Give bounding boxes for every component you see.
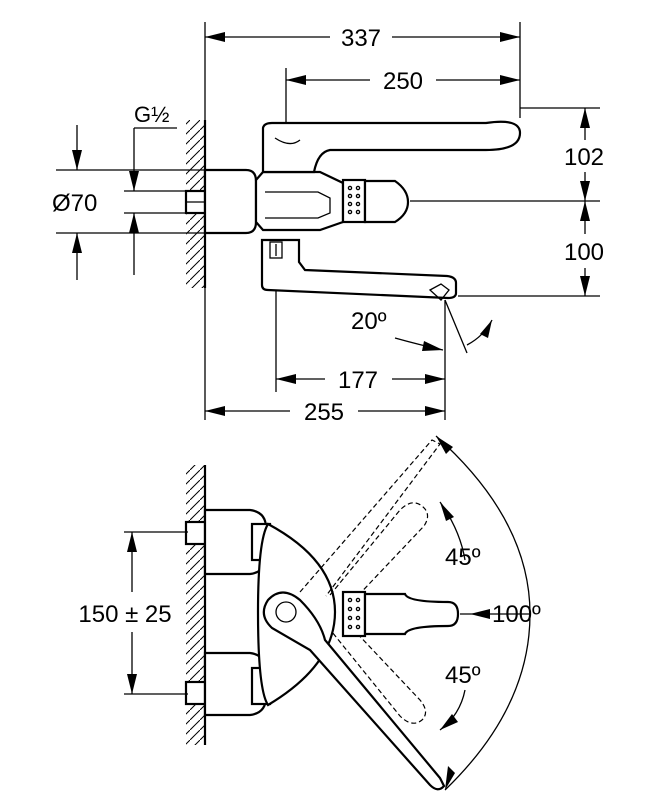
dim-centers: 150 ± 25	[78, 601, 171, 628]
knurled-ring-plan	[341, 590, 367, 638]
knurled-ring	[341, 178, 367, 224]
plan-view: 45º 45º 100º 150 ± 25	[78, 435, 541, 791]
dim-lever-height: 102	[564, 144, 604, 171]
thermostat-cap-plan	[363, 592, 460, 636]
rosette-body	[203, 168, 258, 235]
dim-spout-reach: 177	[338, 367, 378, 394]
thermostat-cap	[363, 179, 410, 224]
dim-total-angle: 100º	[492, 601, 541, 628]
lower-connection	[184, 680, 207, 706]
dim-upper-angle: 45º	[445, 544, 481, 571]
lever-position-upper	[329, 502, 429, 603]
spout	[260, 238, 458, 300]
dim-lever-reach: 250	[383, 68, 423, 95]
dim-connection-thread: G½	[134, 102, 169, 127]
side-elevation-view: 337 250 G½ Ø70 102 100	[52, 22, 604, 426]
dim-spout-angle: 20º	[351, 308, 387, 335]
lever-position-lower	[331, 627, 427, 724]
dim-spout-projection: 255	[304, 399, 344, 426]
dim-overall-width: 337	[341, 25, 381, 52]
lever-plan	[262, 591, 446, 791]
dim-lower-angle: 45º	[445, 662, 481, 689]
dim-spout-height: 100	[564, 239, 604, 266]
lever-handle	[261, 120, 522, 174]
upper-connection	[184, 520, 207, 546]
dim-diameter: Ø70	[52, 190, 97, 217]
